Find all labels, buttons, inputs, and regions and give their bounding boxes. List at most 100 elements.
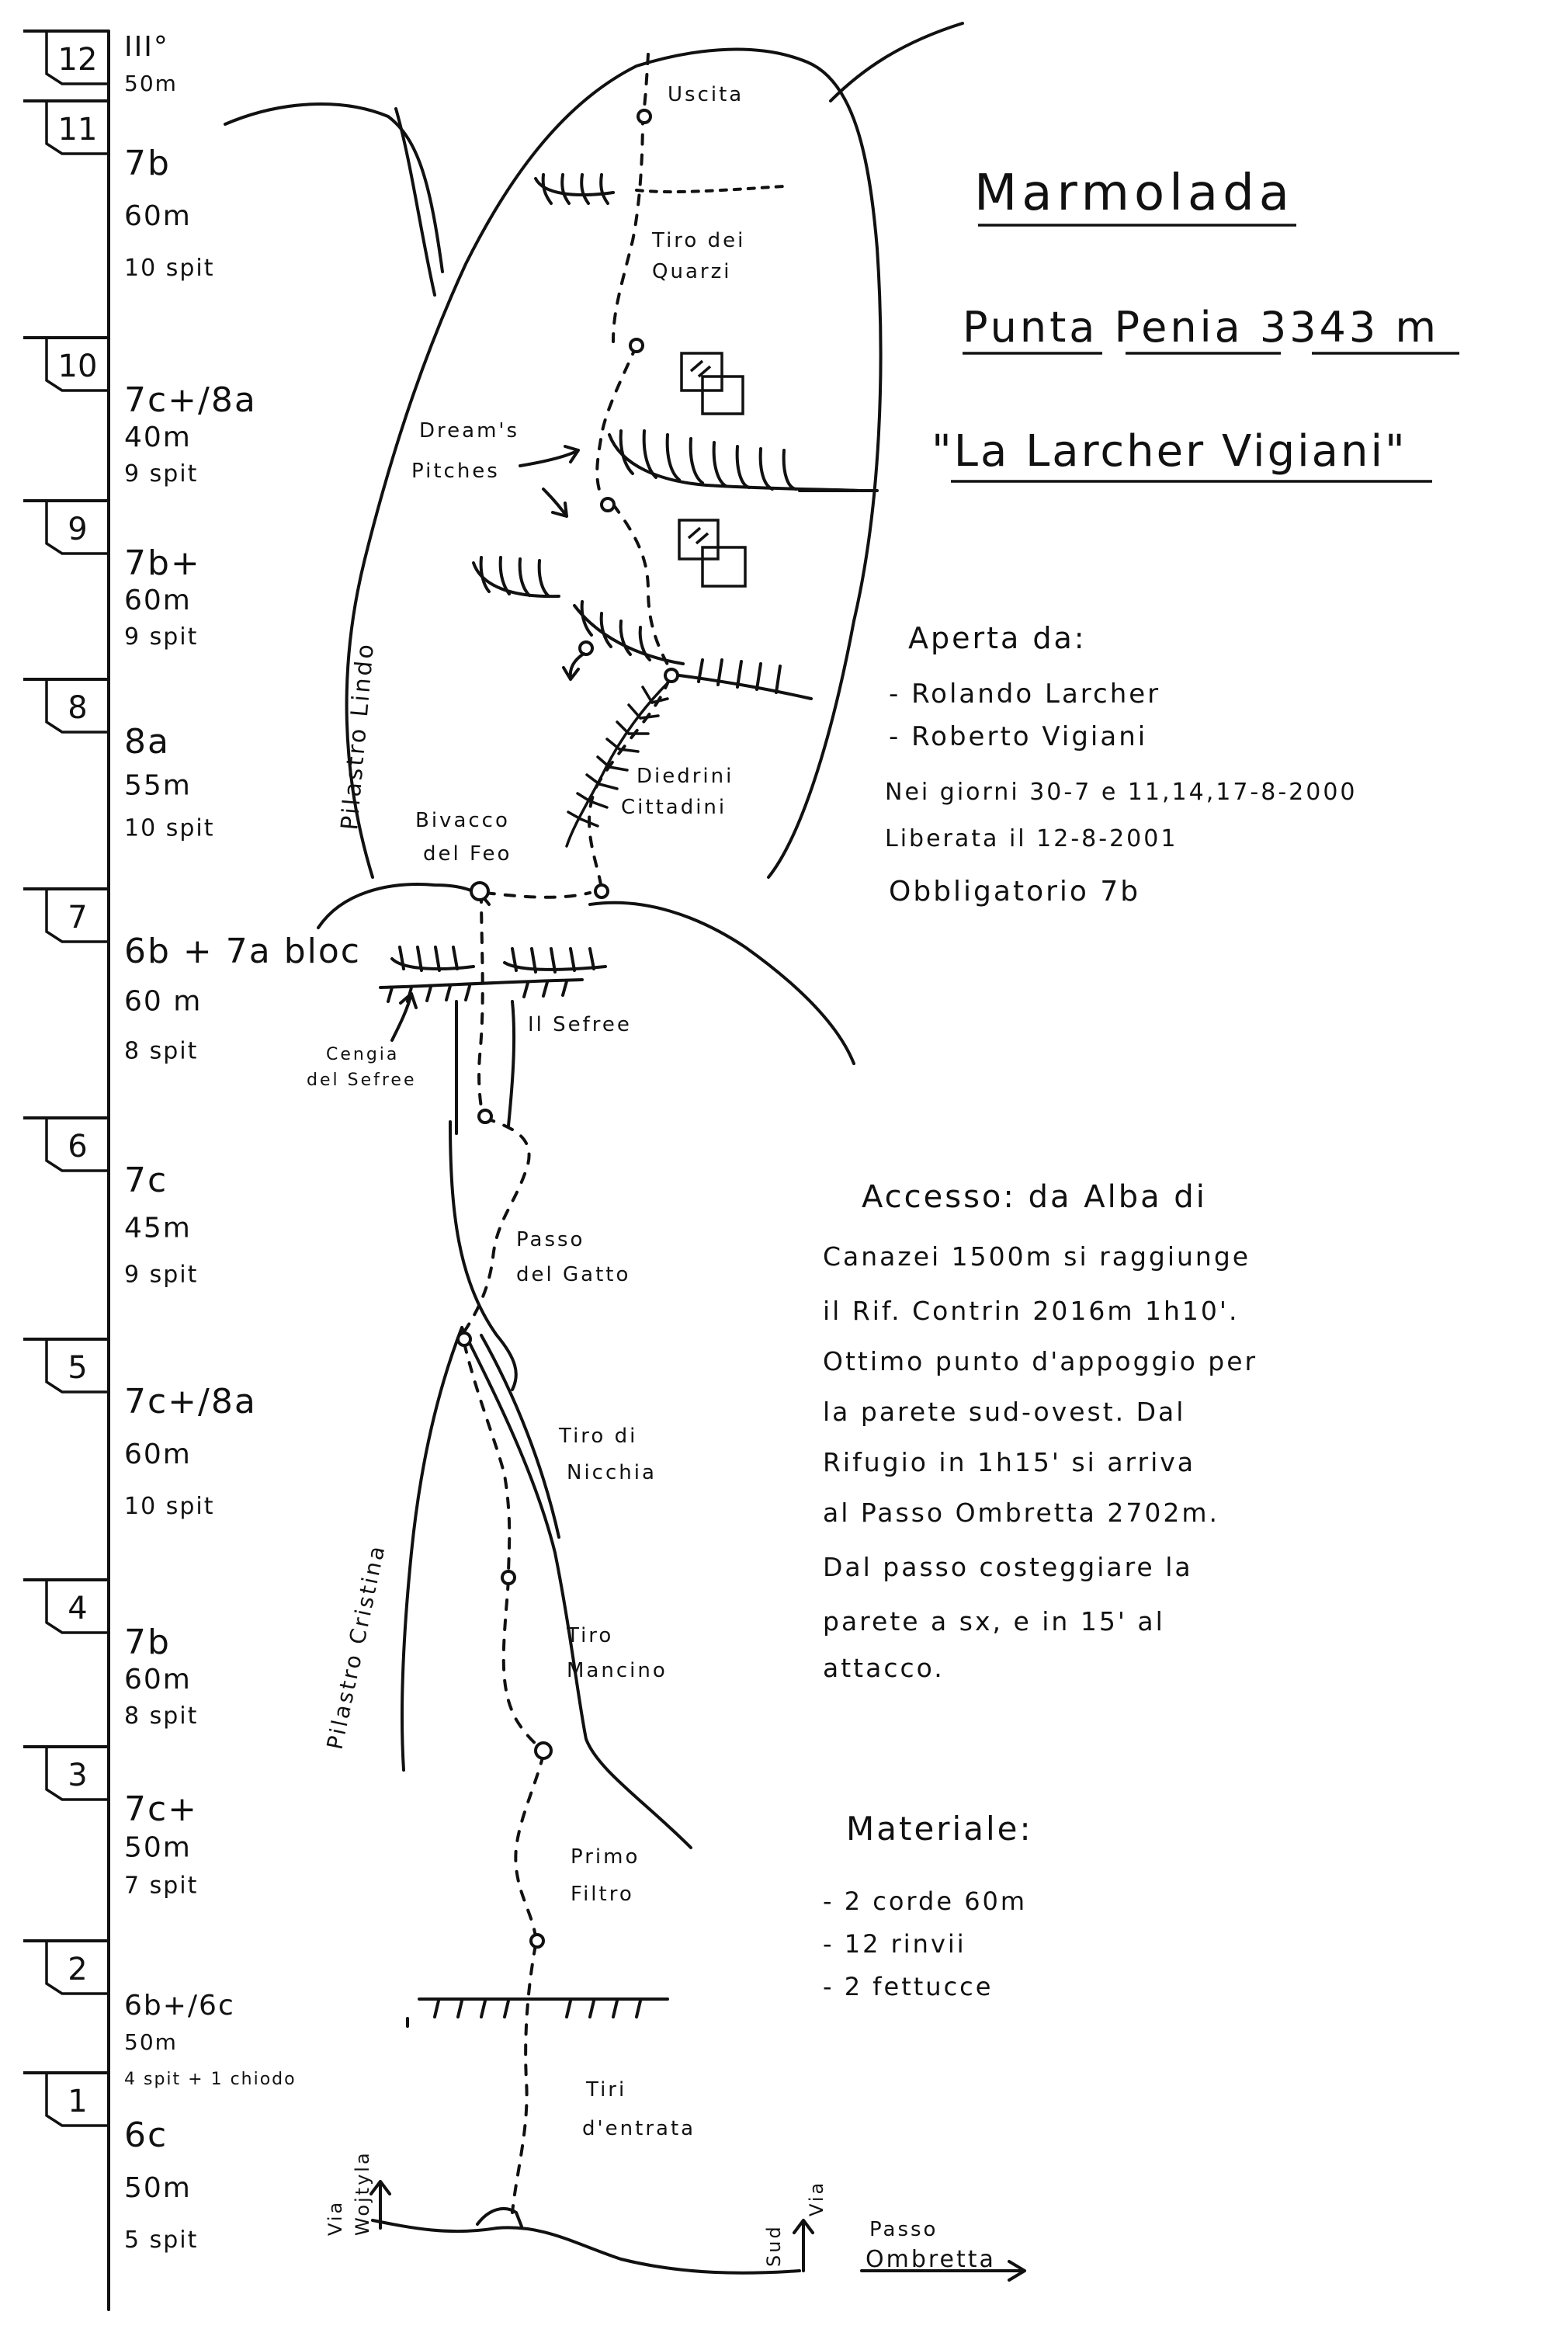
label-uscita: Uscita [668,83,744,106]
pitch-number: 5 [68,1350,87,1386]
pitch-spits: 10 spit [124,255,214,282]
pitch-grade: III° [124,31,169,63]
quartz-square-mid-1 [678,519,720,561]
label-cengia-del-sefree: del Sefree [307,1071,416,1090]
dreams-arrow-2 [542,488,568,518]
quartz-square-top-2 [701,375,744,415]
label-tiro-quarzi: Tiro dei [651,229,745,252]
label-pilastro-lindo: Pilastro Lindo [336,641,380,831]
roof-dashes-top [635,185,786,194]
label-passo-ombretta: Passo [869,2218,938,2241]
route-segment-mancino [501,1578,545,1752]
pitch-spits: 10 spit [124,815,214,842]
route-start-block [476,2207,523,2228]
pitch-length: 55m [124,769,192,801]
label-cengia-del-sefree: Cengia [326,1045,399,1064]
pitch-spits: 9 spit [124,1262,198,1289]
pitch-spits: 10 spit [124,1493,214,1520]
pitch-spits: 8 spit [124,1702,198,1730]
pitch-number: 8 [68,690,87,726]
pitch-number-box [45,1747,109,1801]
quartz-square-mid-2 [701,546,747,588]
label-dreams-pitches: Dream's [419,419,519,443]
material-item: - 12 rinvii [823,1929,966,1959]
access-heading: Accesso: da Alba di [862,1179,1207,1215]
bivouac-ledge-right [588,901,855,1065]
pitch-number-box [45,1941,109,1995]
label-via-sud: Sud [763,2224,785,2267]
pitch-number-box [45,889,109,943]
pitch-number: 1 [68,2084,87,2119]
pitch-row: 6 7c 45m 9 spit [23,1116,198,1289]
pitch-spits: 4 spit + 1 chiodo [124,2070,297,2089]
belay-station [477,1109,493,1124]
pitch-number-box [45,31,109,85]
belay-station [470,881,490,901]
access-line: Rifugio in 1h15' si arriva [823,1447,1195,1477]
route-segment-nicchia [463,1342,512,1578]
pitch-grade: 7b [124,1623,171,1662]
pitch-number: 9 [68,512,87,547]
pitch-spits: 8 spit [124,1037,198,1064]
access-line: la parete sud-ovest. Dal [823,1397,1185,1427]
pillar-nicchia-edge [480,1334,560,1539]
label-tiro-di-nicchia: Tiro di [558,1425,637,1448]
label-bivacco-del-feo: Bivacco [415,809,510,832]
label-passo-ombretta: Ombretta [866,2246,996,2273]
mandatory-grade: Obbligatorio 7b [889,876,1140,908]
belay-station [594,883,609,899]
belay-station [456,1331,472,1347]
opener-name: - Rolando Larcher [889,679,1160,710]
label-tiro-di-nicchia: Nicchia [567,1461,657,1484]
label-tiro-quarzi: Quarzi [652,260,731,283]
pitch-number: 6 [68,1129,87,1164]
pitch-number-box [45,501,109,555]
label-tiri-entrata: Tiri [585,2078,626,2102]
access-line: al Passo Ombretta 2702m. [823,1498,1219,1528]
dreams-arrow-1 [519,445,580,467]
pitch-grade: 7b+ [124,543,201,583]
belay-station [578,640,594,656]
pitch-length: 45m [124,1212,192,1244]
pitch-spits: 7 spit [124,1872,198,1899]
access-line: Ottimo punto d'appoggio per [823,1346,1258,1376]
pitch-number-box [45,2073,109,2127]
gully-right-upper [507,1000,516,1127]
access-line: Canazei 1500m si raggiunge [823,1241,1251,1272]
label-primo-filtro: Primo [571,1845,640,1869]
cengia-arrow [390,992,418,1042]
label-dreams-pitches: Pitches [411,460,500,483]
pitch-grade: 7c+ [124,1789,198,1829]
route-segment-quarzi [595,344,638,498]
belay-station [637,109,652,124]
opener-name: - Roberto Vigiani [889,721,1147,752]
material-heading: Materiale: [846,1810,1033,1848]
pitch-length: 60m [124,1439,192,1470]
belay-station [600,497,616,512]
access-line: Dal passo costeggiare la [823,1552,1193,1582]
route-line [460,53,673,2214]
dihedral-hatching [565,682,669,848]
route-segment-passo-gatto [460,1116,531,1337]
page-title: Marmolada [974,165,1294,222]
belay-station [629,338,644,353]
pitch-number: 12 [58,42,98,78]
label-primo-filtro: Filtro [571,1883,634,1906]
route-name: "La Larcher Vigiani" [931,426,1407,477]
route-segment-primo-filtro [514,1753,545,1939]
pitch-grade: 7c [124,1161,168,1200]
route-segment-diedrini [588,678,671,890]
ground-line [371,2219,801,2275]
pitch-number: 10 [58,349,98,384]
pitch-length: 60 m [124,986,202,1018]
label-bivacco-del-feo: del Feo [423,842,512,866]
